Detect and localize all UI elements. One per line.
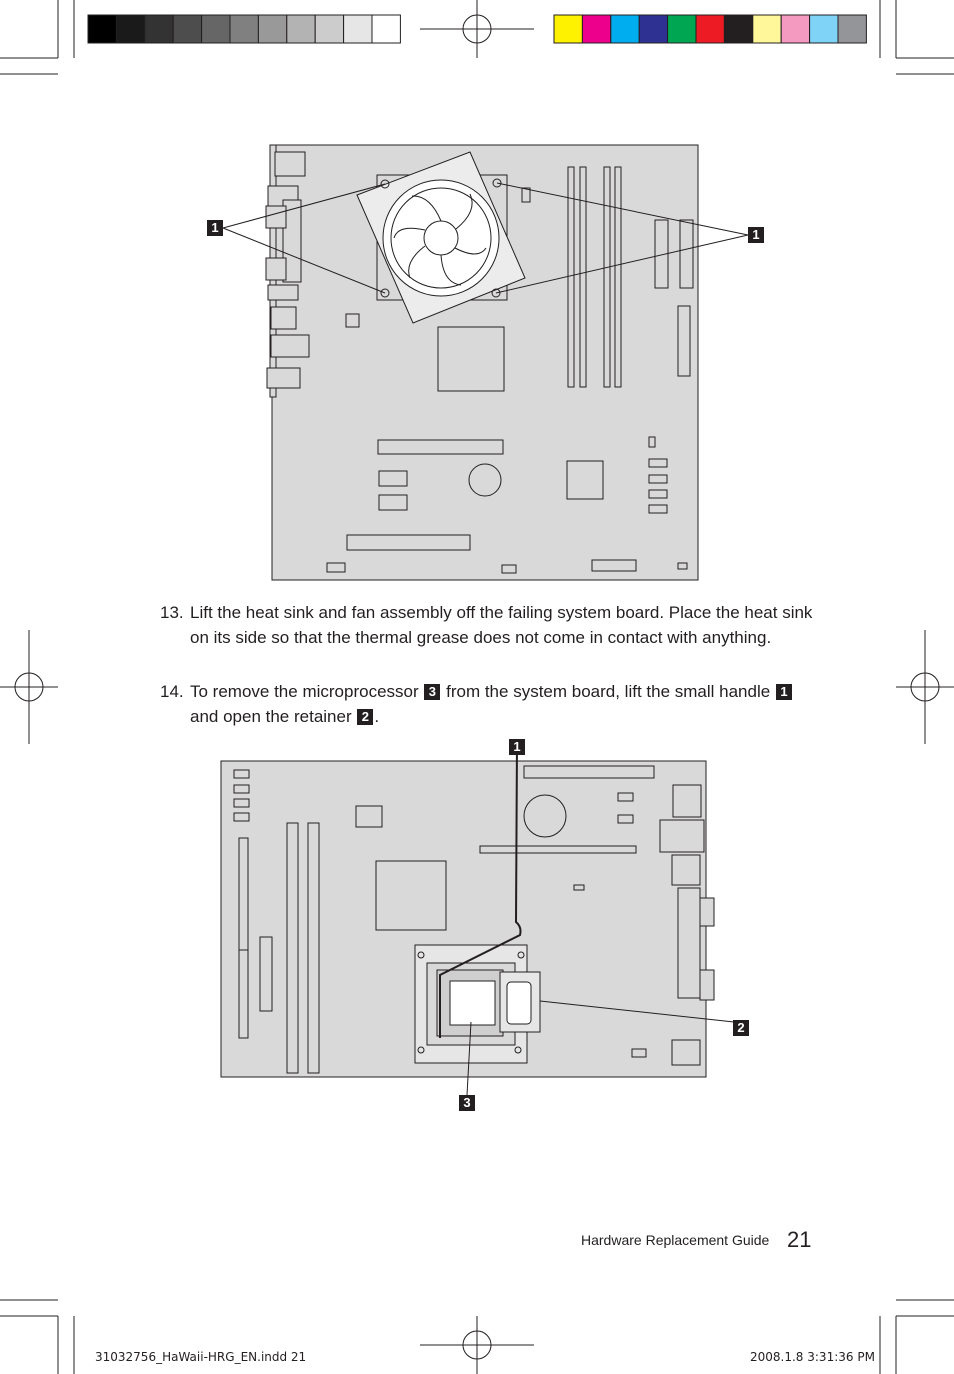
step-13-number: 13. [160,603,184,622]
page-number: 21 [787,1227,812,1252]
color-swatch [144,14,174,44]
footer-guide-title: Hardware Replacement Guide [581,1232,770,1248]
color-swatch [314,14,345,44]
step-14-text-a: To remove the microprocessor [190,682,419,701]
step-14-number: 14. [160,682,184,701]
step-13-text: Lift the heat sink and fan assembly off … [190,603,813,647]
callout-1-right: 1 [748,227,764,243]
color-swatch [371,14,401,44]
step-14-text-d: . [374,706,380,726]
step-13: 13. Lift the heat sink and fan assembly … [160,601,820,650]
step-14-text-b: from the system board, lift the small ha… [446,682,771,701]
color-swatch [610,14,640,44]
color-swatch [837,14,867,44]
color-swatch [553,14,583,44]
color-swatch [695,14,725,44]
slug-timestamp: 2008.1.8 3:31:36 PM [750,1350,875,1364]
badge-handle: 1 [775,684,792,700]
color-swatch [87,14,117,44]
color-bar [553,14,867,44]
badge-retainer: 2 [357,708,374,725]
callout-1-left: 1 [207,220,223,236]
color-swatch [115,14,146,44]
color-swatch [780,14,811,44]
color-swatch [229,14,259,44]
callout-2-retainer: 2 [733,1020,749,1036]
color-swatch [343,14,373,44]
color-swatch [201,14,231,44]
callout-3-microprocessor: 3 [459,1095,475,1111]
grayscale-bar [87,14,401,44]
step-14: 14. To remove the microprocessor 3 from … [160,680,820,729]
color-swatch [257,14,288,44]
callout-1-handle: 1 [509,739,525,755]
slug-file-info: 31032756_HaWaii-HRG_EN.indd 21 [95,1350,307,1364]
badge-microprocessor: 3 [424,684,441,700]
color-swatch [581,14,612,44]
step-14-text-c: and open the retainer [190,706,352,726]
step-14-text: To remove the microprocessor 3 from the … [190,680,820,729]
color-swatch [667,14,697,44]
